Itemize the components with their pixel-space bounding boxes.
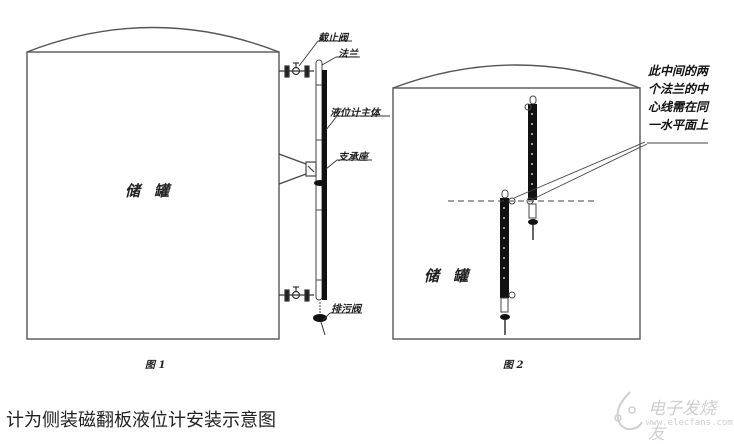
watermark-title: 电子发烧友 [648,399,716,444]
figure1-tank-label: 储罐 [125,182,184,200]
figure1-top-valve-icon [279,62,314,78]
figure2-lower-gauge [500,189,516,335]
label-gauge-body: 液位计主体 [330,108,380,119]
figure1-tank [26,26,280,340]
label-support: 支承座 [338,152,368,163]
figure1-gauge-body [313,59,327,336]
watermark-logo-icon [614,391,643,430]
note-line: 个法兰的中 [648,82,709,96]
note-line: 此中间的两 [648,64,709,78]
figure1-caption: 图 1 [145,360,166,371]
figure2-caption: 图 2 [503,360,524,371]
figure2-upper-gauge [524,95,538,240]
watermark: 电子发烧友 www.elecfans.com [610,388,733,444]
figure2-note: 此中间的两 个法兰的中 心线需在同 一水平面上 [648,62,728,134]
note-line: 一水平面上 [648,118,709,132]
label-drain-valve: 排污阀 [331,304,361,315]
note-line: 心线需在同 [648,100,709,114]
figure1-bottom-valve-icon [279,286,314,302]
figure2-leader-lines [513,141,708,200]
figure2-tank [392,64,641,340]
label-flange: 法兰 [338,49,358,60]
page-caption: 计为侧装磁翻板液位计安装示意图 [6,410,276,431]
watermark-url: www.elecfans.com [646,418,733,428]
figure2-tank-label: 储罐 [424,267,483,285]
label-stop-valve: 截止阀 [318,33,348,44]
figure1-support-bracket [278,153,317,185]
figure1-leader-lines [298,40,390,321]
